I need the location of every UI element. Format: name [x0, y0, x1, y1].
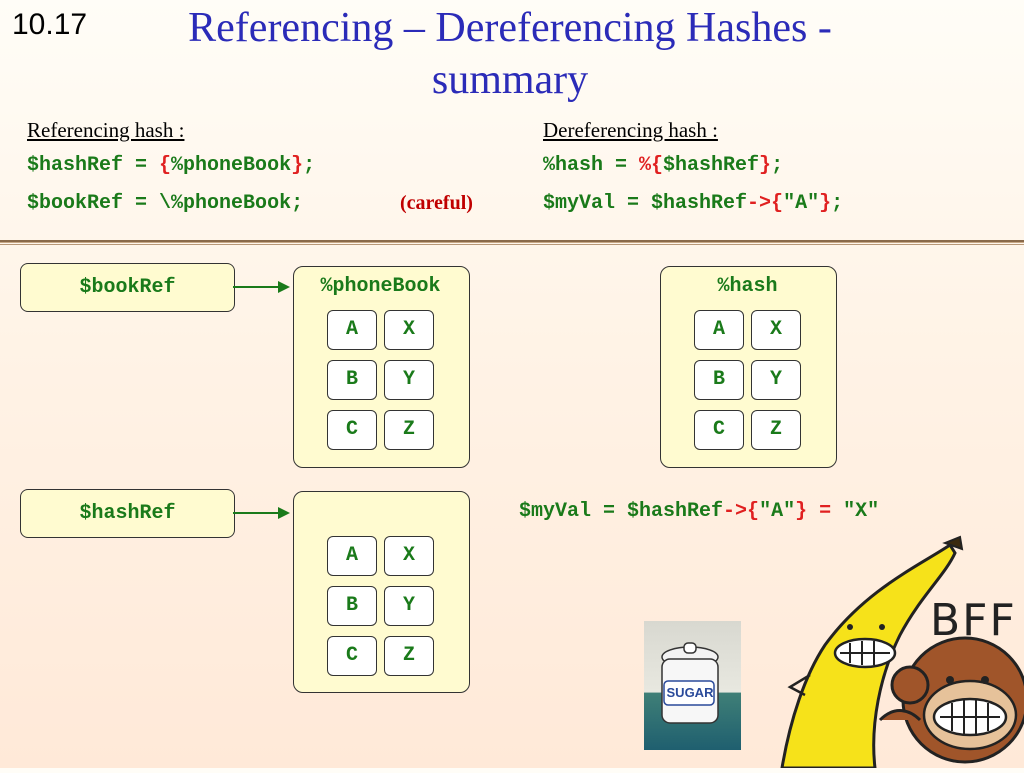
- code-part: %hash =: [543, 154, 640, 177]
- code-brace: {: [159, 154, 172, 177]
- slide-number: 10.17: [12, 8, 88, 41]
- careful-note: (careful): [400, 192, 473, 214]
- code-part: ;: [303, 154, 316, 177]
- dereferencing-line-2: $myVal = $hashRef->{"A"};: [543, 192, 843, 215]
- dereferencing-heading: Dereferencing hash :: [543, 118, 718, 142]
- anonymous-hash-box: [293, 491, 470, 693]
- code-brace: }: [759, 154, 772, 177]
- arrowhead-icon: [278, 281, 290, 293]
- hash-box: [660, 266, 837, 468]
- code-part: "A": [783, 192, 820, 215]
- hash-key-cell: B: [327, 586, 377, 626]
- hash-key-cell: B: [694, 360, 744, 400]
- code-brace: }: [819, 192, 832, 215]
- code-part: ;: [831, 192, 844, 215]
- code-part: $myVal = $hashRef: [519, 500, 724, 523]
- arrowhead-icon: [278, 507, 290, 519]
- sugar-label: SUGAR: [666, 685, 714, 700]
- hash-label: %hash: [717, 275, 778, 298]
- title-line-1: Referencing – Dereferencing Hashes -: [188, 5, 832, 51]
- hash-value-cell: Z: [751, 410, 801, 450]
- code-arrow: ->{: [747, 192, 784, 215]
- hash-value-cell: Z: [384, 410, 434, 450]
- hash-value-cell: X: [384, 310, 434, 350]
- hash-value-cell: Y: [384, 360, 434, 400]
- code-part: $hashRef =: [27, 154, 160, 177]
- code-brace: }: [291, 154, 304, 177]
- section-divider: [0, 240, 1024, 243]
- title-line-2: summary: [431, 57, 589, 103]
- hash-value-cell: X: [384, 536, 434, 576]
- code-part: ;: [771, 154, 784, 177]
- hash-key-cell: A: [327, 536, 377, 576]
- referencing-line-1: $hashRef = {%phoneBook};: [27, 154, 315, 177]
- banana-monkey-cartoon: BFF: [770, 535, 1024, 770]
- code-part: "X": [831, 500, 880, 523]
- code-backslash: \: [159, 192, 172, 215]
- hash-key-cell: A: [694, 310, 744, 350]
- code-arrow: ->{: [723, 500, 760, 523]
- hash-key-cell: B: [327, 360, 377, 400]
- hash-key-cell: C: [327, 636, 377, 676]
- bookref-box: $bookRef: [20, 263, 235, 312]
- myval-expression: $myVal = $hashRef->{"A"} = "X": [519, 500, 879, 523]
- phonebook-label: %phoneBook: [320, 275, 441, 298]
- hashref-box: $hashRef: [20, 489, 235, 538]
- sugar-jar-icon: [661, 642, 719, 724]
- phonebook-hash-box: [293, 266, 470, 468]
- code-part: %phoneBook: [171, 154, 292, 177]
- code-part: $bookRef =: [27, 192, 160, 215]
- hashref-arrow: [233, 512, 283, 514]
- hash-key-cell: C: [694, 410, 744, 450]
- hash-value-cell: X: [751, 310, 801, 350]
- sugar-jar-photo: SUGAR: [644, 621, 741, 750]
- code-part: "A": [759, 500, 796, 523]
- code-brace: } =: [795, 500, 832, 523]
- hash-key-cell: A: [327, 310, 377, 350]
- code-brace: %{: [639, 154, 664, 177]
- referencing-heading: Referencing hash :: [27, 118, 185, 142]
- bff-text: BFF: [930, 595, 1017, 646]
- section-divider: [0, 244, 1024, 245]
- hash-value-cell: Y: [751, 360, 801, 400]
- code-part: $hashRef: [663, 154, 760, 177]
- slide-title: Referencing – Dereferencing Hashes - sum…: [110, 2, 910, 106]
- hash-value-cell: Y: [384, 586, 434, 626]
- hash-value-cell: Z: [384, 636, 434, 676]
- referencing-line-2: $bookRef = \%phoneBook;: [27, 192, 303, 215]
- dereferencing-line-1: %hash = %{$hashRef};: [543, 154, 783, 177]
- bookref-arrow: [233, 286, 283, 288]
- code-part: %phoneBook;: [171, 192, 304, 215]
- code-part: $myVal = $hashRef: [543, 192, 748, 215]
- banana-icon: [780, 535, 1024, 770]
- hash-key-cell: C: [327, 410, 377, 450]
